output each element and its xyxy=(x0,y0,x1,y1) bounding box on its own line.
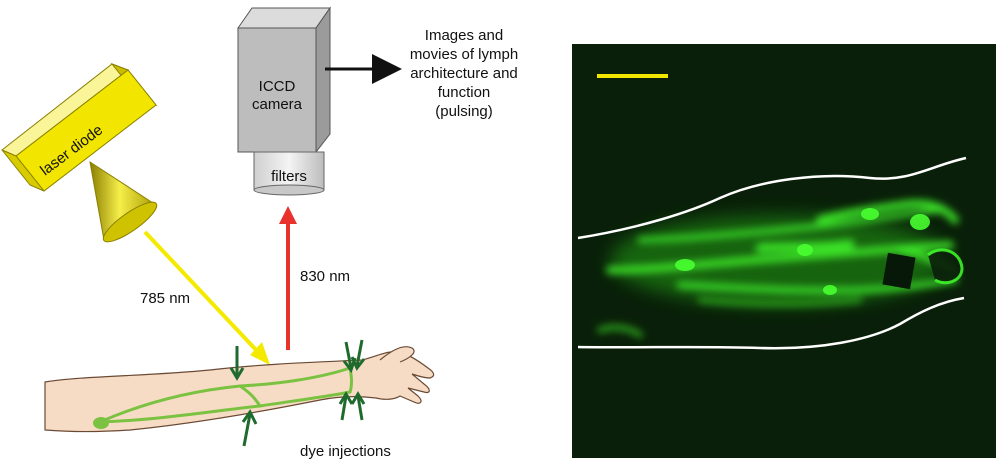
laser-cone-icon xyxy=(89,160,158,243)
emission-wavelength-label: 830 nm xyxy=(300,268,350,285)
excitation-wavelength-label: 785 nm xyxy=(140,290,190,307)
laser-diode-icon: laser diode xyxy=(1,62,158,192)
camera-label-line2: camera xyxy=(252,96,303,113)
injection-arrow-1 xyxy=(229,346,245,381)
output-description: Images and movies of lymph architecture … xyxy=(410,27,518,120)
iccd-camera-icon: ICCD camera xyxy=(237,6,331,154)
injection-arrow-4 xyxy=(338,391,354,421)
injection-arrow-5 xyxy=(350,391,366,421)
injection-arrow-6 xyxy=(241,409,258,447)
filters-icon: filters xyxy=(253,151,325,196)
output-line-5: (pulsing) xyxy=(435,103,493,120)
injection-arrows xyxy=(229,339,366,447)
output-line-3: architecture and xyxy=(410,65,518,82)
upper-outline xyxy=(577,156,967,240)
lymph-vessels xyxy=(93,366,353,429)
emission-beam xyxy=(279,206,297,350)
output-line-1: Images and xyxy=(425,27,503,44)
fluorescence-image xyxy=(572,44,996,458)
filters-label: filters xyxy=(271,168,307,185)
injection-arrow-3 xyxy=(350,339,366,371)
output-line-4: function xyxy=(438,84,491,101)
dye-injections-label: dye injections xyxy=(300,443,391,460)
fluorescent-hotspots xyxy=(675,208,930,295)
camera-label-line1: ICCD xyxy=(259,78,296,95)
output-line-2: movies of lymph xyxy=(410,46,518,63)
lower-outline xyxy=(577,296,965,350)
excitation-beam xyxy=(143,230,270,365)
